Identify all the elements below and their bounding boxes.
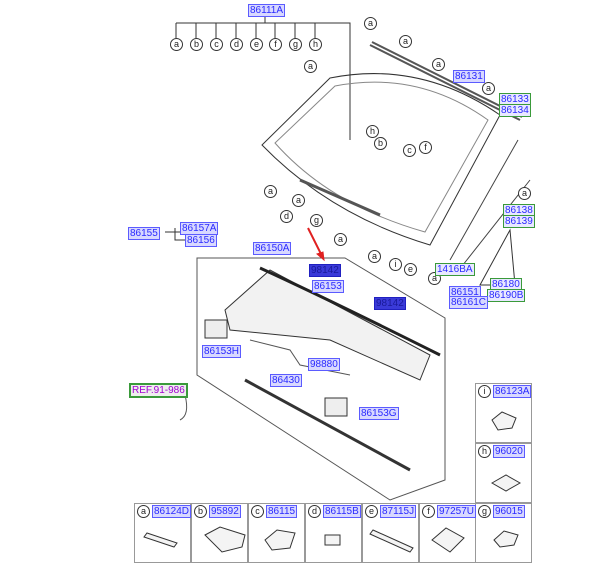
callout: b (190, 38, 203, 51)
callout: a (304, 60, 317, 73)
callout: f (269, 38, 282, 51)
part-label-86153[interactable]: 86153 (312, 280, 344, 293)
cowl-panel (224, 269, 431, 381)
part-label[interactable]: 86123A (493, 385, 532, 398)
callout: f (422, 505, 435, 518)
part-label-98142[interactable]: 98142 (374, 297, 406, 310)
callout: b (374, 137, 387, 150)
part-label[interactable]: 86124D (152, 505, 192, 518)
callout: h (309, 38, 322, 51)
callout: d (308, 505, 321, 518)
part-label-1416BA[interactable]: 1416BA (435, 263, 475, 276)
table-cell: g 96015 (475, 503, 532, 563)
callout: c (251, 505, 264, 518)
part-label-86156[interactable]: 86156 (185, 234, 217, 247)
callout: a (334, 233, 347, 246)
callout: c (210, 38, 223, 51)
callout: e (250, 38, 263, 51)
callout: d (230, 38, 243, 51)
callout: a (137, 505, 150, 518)
part-label-98880[interactable]: 98880 (308, 358, 340, 371)
part-label[interactable]: 86115B (323, 505, 361, 518)
part-label-86134[interactable]: 86134 (499, 104, 531, 117)
reference-label[interactable]: REF.91-986 (129, 383, 188, 398)
callout: a (518, 187, 531, 200)
windshield (261, 73, 501, 246)
part-label-98142-highlighted[interactable]: 98142 (309, 264, 341, 277)
part-label-86153G[interactable]: 86153G (359, 407, 399, 420)
part-label-86153H[interactable]: 86153H (202, 345, 242, 358)
callout: d (280, 210, 293, 223)
callout: a (170, 38, 183, 51)
part-label[interactable]: 96020 (493, 445, 525, 458)
part-label[interactable]: 87115J (380, 505, 417, 518)
callout: h (366, 125, 379, 138)
callout: a (432, 58, 445, 71)
part-label-86139[interactable]: 86139 (503, 215, 535, 228)
callout: a (364, 17, 377, 30)
callout: e (365, 505, 378, 518)
part-label-86161C[interactable]: 86161C (449, 296, 489, 309)
callout: i (478, 385, 491, 398)
part-label[interactable]: 97257U (437, 505, 477, 518)
callout: a (264, 185, 277, 198)
part-label-86430[interactable]: 86430 (270, 374, 302, 387)
table-cell: h 96020 (475, 443, 532, 503)
callout: b (194, 505, 207, 518)
part-label-86190B[interactable]: 86190B (487, 289, 526, 302)
callout: a (482, 82, 495, 95)
callout: i (389, 258, 402, 271)
part-label-86131[interactable]: 86131 (453, 70, 485, 83)
part-label-86155[interactable]: 86155 (128, 227, 160, 240)
callout: f (419, 141, 432, 154)
part-label[interactable]: 86115 (266, 505, 298, 518)
part-label-86150A[interactable]: 86150A (253, 242, 292, 255)
callout: h (478, 445, 491, 458)
part-label[interactable]: 95892 (209, 505, 241, 518)
part-label-86111A[interactable]: 86111A (248, 4, 285, 17)
callout: g (310, 214, 323, 227)
callout: a (399, 35, 412, 48)
callout: c (403, 144, 416, 157)
callout: a (368, 250, 381, 263)
part-label[interactable]: 96015 (493, 505, 525, 518)
callout: g (289, 38, 302, 51)
callout: a (292, 194, 305, 207)
table-cell: i 86123A (475, 383, 532, 443)
callout: e (404, 263, 417, 276)
callout: g (478, 505, 491, 518)
